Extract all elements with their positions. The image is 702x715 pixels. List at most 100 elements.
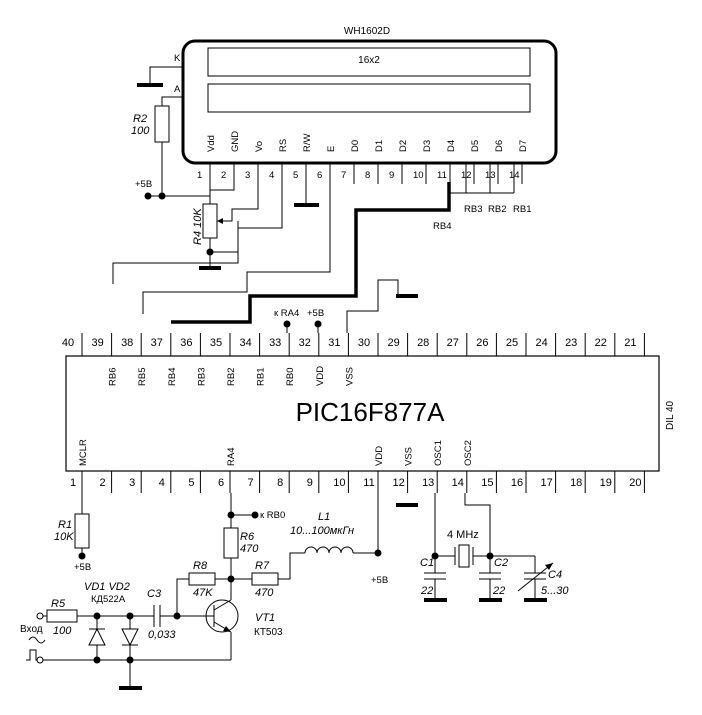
- lcd-signal-d0: D0: [350, 140, 361, 152]
- mcu-pin-35: 35: [210, 337, 222, 349]
- r7-value: 470: [255, 587, 274, 599]
- mcu-pin-7: 7: [248, 477, 254, 489]
- c1-ref: C1: [420, 557, 434, 569]
- mcu-pin-14: 14: [452, 477, 464, 489]
- mcu-label-vss: VSS: [344, 367, 355, 386]
- mcu-pin-39: 39: [91, 337, 103, 349]
- mcu-pin-1: 1: [70, 477, 76, 489]
- c4-ref: C4: [548, 569, 562, 581]
- l1-ref: L1: [318, 511, 330, 523]
- lcd-signal-d7: D7: [518, 140, 529, 152]
- resistor-r2: [154, 105, 170, 143]
- mcu-pin-30: 30: [358, 337, 370, 349]
- net-rb4: RB4: [433, 221, 451, 232]
- mcu-pin-21: 21: [624, 337, 636, 349]
- mcu-label-osc2: OSC2: [463, 440, 474, 466]
- mcu-pin-8: 8: [277, 477, 283, 489]
- mcu-pin-38: 38: [121, 337, 133, 349]
- mcu-pin-32: 32: [299, 337, 311, 349]
- mcu-label-rb4: RB4: [167, 368, 178, 386]
- mcu-pin-9: 9: [307, 477, 313, 489]
- input-terminal[interactable]: [36, 612, 44, 620]
- r5-ref: R5: [51, 598, 66, 610]
- vt1-type: КТ503: [254, 627, 283, 638]
- lcd-signal-d2: D2: [398, 140, 409, 152]
- r2-value: 100: [131, 125, 150, 137]
- lcd-signal-rs: RS: [278, 139, 289, 152]
- mcu-pin-25: 25: [506, 337, 518, 349]
- mcu-pin-22: 22: [595, 337, 607, 349]
- mcu-name: PIC16F877A: [296, 397, 446, 427]
- lcd-screen-row2: [207, 83, 531, 113]
- resistor-r8: [188, 572, 216, 586]
- lcd-pin-number: 6: [317, 170, 322, 181]
- r1-ref: R1: [58, 519, 72, 531]
- crystal-frequency: 4 MHz: [447, 529, 479, 541]
- c3-ref: C3: [147, 588, 162, 600]
- mcu-pin-37: 37: [151, 337, 163, 349]
- ground-terminal[interactable]: [36, 656, 44, 664]
- lcd-pin-number: 2: [221, 170, 226, 181]
- trimmer-r4: [202, 203, 218, 239]
- lcd-signal-d3: D3: [422, 140, 433, 152]
- r4-label: R4 10K: [192, 208, 204, 245]
- c2-ref: C2: [494, 557, 508, 569]
- lcd-signal-vo: Vo: [254, 141, 265, 152]
- mcu-pin-18: 18: [570, 477, 582, 489]
- lcd-pin-number: 1: [197, 170, 202, 181]
- mcu-label-vdd: VDD: [374, 446, 385, 466]
- mcu-label-vdd: VDD: [315, 366, 326, 386]
- vd-type: КД522А: [91, 594, 126, 605]
- lcd-signal-d5: D5: [470, 140, 481, 152]
- mcu-pin-12: 12: [392, 477, 404, 489]
- lcd-pin-number: 10: [413, 170, 424, 181]
- lcd-signal-d6: D6: [494, 140, 505, 152]
- lcd-pin-number: 11: [437, 170, 447, 181]
- mcu-pin-3: 3: [129, 477, 135, 489]
- mcu-pin-2: 2: [100, 477, 106, 489]
- mcu-pin-34: 34: [239, 337, 251, 349]
- lcd-signal-d1: D1: [374, 140, 385, 152]
- mcu-pin-19: 19: [600, 477, 612, 489]
- mcu-label-rb1: RB1: [256, 368, 267, 386]
- c4-value: 5...30: [541, 585, 569, 597]
- r6-ref: R6: [240, 531, 255, 543]
- lcd-pin-number: 7: [341, 170, 346, 181]
- r7-ref: R7: [255, 560, 270, 572]
- mcu-pin-27: 27: [447, 337, 459, 349]
- resistor-r5: [46, 609, 78, 623]
- lcd-pin-number: 5: [293, 170, 298, 181]
- lcd-pin-number: 8: [365, 170, 370, 181]
- net-rb3: RB3: [464, 204, 482, 215]
- input-label: Вход: [20, 624, 43, 635]
- lcd-pin-a: A: [174, 84, 181, 95]
- mcu-pin-11: 11: [363, 477, 374, 489]
- lcd-model-label: WH1602D: [344, 26, 390, 37]
- diode-vd2: [121, 628, 139, 647]
- l1-plus5v: +5В: [371, 575, 388, 586]
- mcu-label-rb3: RB3: [196, 368, 207, 386]
- lcd-pin-k: K: [174, 53, 181, 64]
- crystal: [458, 544, 470, 568]
- mcu-label-vss: VSS: [404, 447, 415, 466]
- l1-value: 10...100мкГн: [290, 525, 354, 537]
- mcu-pin-36: 36: [180, 337, 192, 349]
- lcd-pin-number: 9: [389, 170, 394, 181]
- mcu-pin-15: 15: [481, 477, 493, 489]
- mcu-label-rb5: RB5: [137, 368, 148, 386]
- mcu-label-ra4: RA4: [226, 448, 237, 466]
- c2-value: 22: [492, 585, 505, 597]
- c3-value: 0,033: [148, 629, 176, 641]
- mcu-pin-4: 4: [159, 477, 165, 489]
- mcu-label-rb2: RB2: [226, 368, 237, 386]
- lcd-signal-d4: D4: [446, 140, 457, 152]
- mcu-pin-31: 31: [328, 337, 340, 349]
- mcu-label-rb6: RB6: [108, 368, 119, 386]
- resistor-r7: [251, 572, 279, 586]
- lcd-signal-vdd: Vdd: [206, 135, 217, 152]
- net-k-rb0: к RB0: [260, 510, 285, 521]
